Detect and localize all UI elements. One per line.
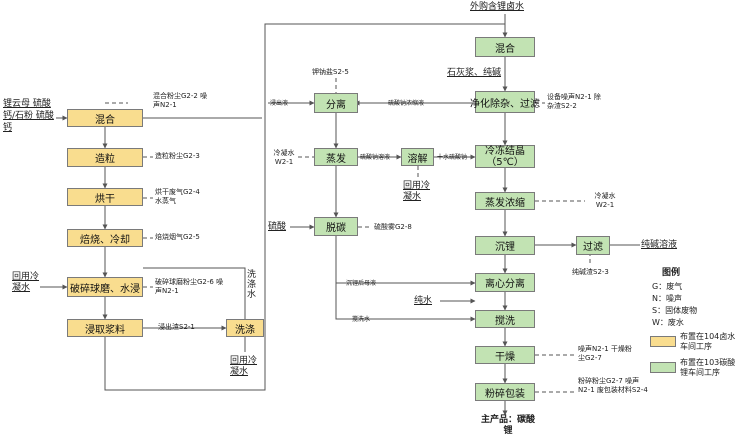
raw-materials-label: 锂云母 硫酸钙/石粉 硫酸钙 [3,99,54,133]
flow-sodium-sulfate-solution: 硫酸钠溶液 [360,154,391,161]
roast-label: 焙烧、冷却 [80,234,130,246]
decarb-label: 脱碳 [326,223,346,234]
precip-label: 沉锂 [495,242,515,253]
process-dissolve: 溶解 [401,148,434,166]
filter-label: 过滤 [583,242,603,253]
process-evap-conc: 蒸发浓缩 [475,192,535,210]
emission-crush: 破碎球磨粉尘G2-6 噪声N2-1 [155,278,224,295]
flow-decahydrate: 十水硫酸钠 [437,154,468,161]
flow-wash-water: 搅洗水 [352,316,371,323]
stir-wash-label: 搅洗 [495,315,515,327]
emission-dry: 烘干废气G2-4 水蒸气 [155,188,200,205]
process-separate: 分离 [314,93,358,113]
process-stir-wash: 搅洗 [475,310,535,328]
purify-label: 净化除杂、过滤 [470,98,540,110]
process-roast: 焙烧、冷却 [67,229,143,247]
process-mix2: 混合 [475,37,535,57]
wash-water-vertical-label: 洗涤水 [247,270,257,300]
dry2-label: 干燥 [495,351,515,363]
process-centrifuge: 离心分离 [475,273,535,292]
wash-label: 洗涤 [235,324,255,336]
process-purify: 净化除杂、过滤 [470,91,540,113]
process-dry: 烘干 [67,188,143,206]
process-leach: 浸取浆料 [67,319,143,337]
process-freeze: 冷冻结晶（5℃） [475,145,535,168]
mix2-label: 混合 [495,43,515,55]
separate-label: 分离 [326,99,346,111]
flow-lime-soda: 石灰浆、纯碱 [447,68,502,78]
flow-sodium-sulfate-conc: 硫酸钠浓缩液 [388,100,425,107]
process-dry2: 干燥 [475,346,535,364]
dissolve-label: 溶解 [407,153,428,165]
flow-mother-liquor: 沉锂后母液 [346,280,377,287]
legend-item-n: N：噪声 [652,294,682,303]
flow-leach-liquor: 浸出液 [270,100,289,107]
flow-soda-solution: 纯碱溶液 [641,240,678,250]
legend-yellow-desc: 布置在104卤水车间工序 [680,332,736,351]
emission-evap-conc: 冷凝水 W2-1 [594,192,616,209]
emission-roast: 焙烧烟气G2-5 [155,233,200,241]
evap-conc-label: 蒸发浓缩 [485,197,525,209]
legend-item-g: G：废气 [652,282,683,291]
process-evaporate: 蒸发 [314,148,358,166]
leach-label: 浸取浆料 [85,324,125,336]
process-wash: 洗涤 [226,319,264,337]
mix-label: 混合 [95,114,115,126]
dry-label: 烘干 [95,193,115,205]
flow-pure-water: 纯水 [414,296,433,306]
legend-green-desc: 布置在103碳酸锂车间工序 [680,358,736,377]
freeze-label: 冷冻结晶（5℃） [485,145,525,168]
process-filter: 过滤 [576,236,610,255]
legend-swatch-yellow [650,336,676,347]
legend-item-w: W：废水 [652,318,684,327]
pack-label: 粉碎包装 [485,388,525,400]
source-label: 外购含锂卤水 [470,2,525,12]
legend-item-s: S：固体废物 [652,306,698,315]
recycled-water-bottom-label: 回用冷凝水 [230,356,258,377]
emission-pack: 粉碎粉尘G2-7 噪声N2-1 废包装材料S2-4 [578,377,648,394]
emission-purify: 设备噪声N2-1 除杂渣S2-2 [547,93,601,110]
emission-separate: 钾钠盐S2-5 [312,68,349,76]
emission-filter: 纯碱渣S2-3 [572,268,609,276]
recycled-water-dissolve-label: 回用冷凝水 [403,181,431,202]
crush-label: 破碎球磨、水浸 [70,283,140,295]
centrifuge-label: 离心分离 [485,279,525,290]
granulate-label: 造粒 [95,154,115,165]
flow-sulfuric-acid: 硫酸 [268,222,287,232]
legend-swatch-green [650,362,676,373]
legend-title: 图例 [662,268,681,278]
process-precip: 沉锂 [475,236,535,255]
emission-evaporate: 冷凝水 W2-1 [273,149,295,166]
emission-dry2: 噪声N2-1 干燥粉尘G2-7 [578,345,632,362]
emission-decarb: 硫酸雾G2-8 [374,223,412,231]
product-label: 主产品：碳酸锂 [480,415,535,436]
emission-leach: 浸出渣S2-1 [158,323,195,331]
recycled-water-left-label: 回用冷凝水 [12,272,40,293]
emission-granulate: 造粒粉尘G2-3 [155,152,200,160]
process-mix: 混合 [67,109,143,127]
emission-mix: 混合粉尘G2-2 噪声N2-1 [153,92,208,109]
process-pack: 粉碎包装 [475,383,535,401]
process-crush: 破碎球磨、水浸 [67,277,143,297]
evaporate-label: 蒸发 [326,153,346,165]
process-decarb: 脱碳 [314,217,358,236]
process-granulate: 造粒 [67,148,143,167]
